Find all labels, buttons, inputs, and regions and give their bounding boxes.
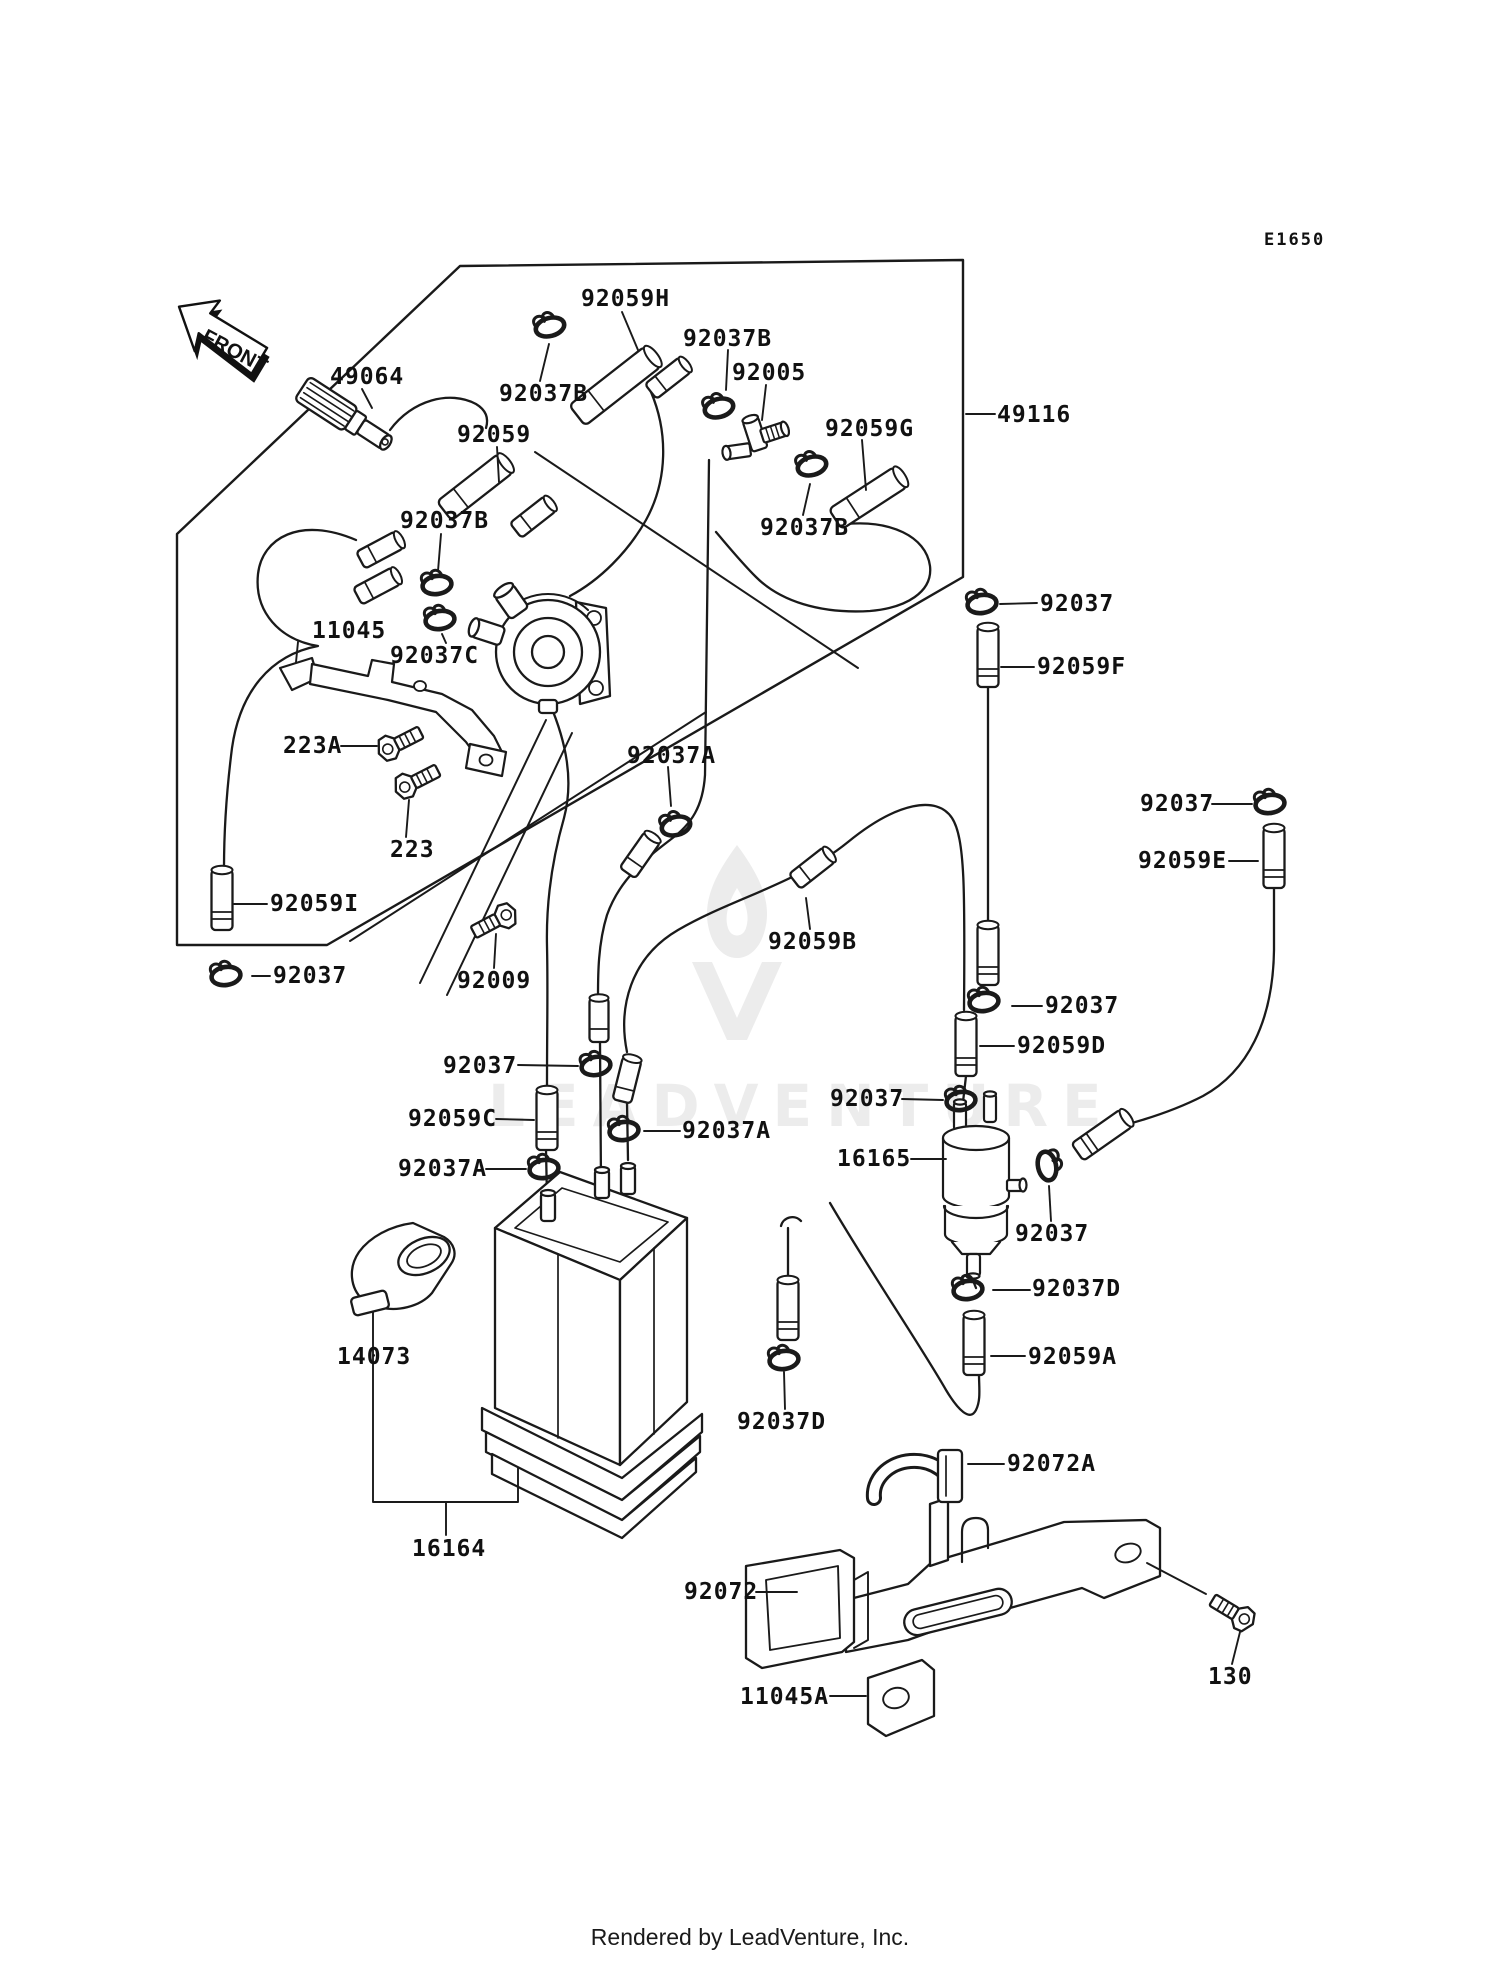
part-label-14073: 14073 bbox=[337, 1344, 412, 1370]
part-label-92037: 92037 bbox=[273, 963, 348, 989]
part-label-92037C: 92037C bbox=[390, 643, 480, 669]
part-label-16165: 16165 bbox=[837, 1146, 912, 1172]
part-label-11045A: 11045A bbox=[740, 1684, 830, 1710]
hose-assembly-outline bbox=[175, 258, 965, 947]
hoses bbox=[222, 390, 1276, 1416]
part-label-92059E: 92059E bbox=[1138, 848, 1228, 874]
part-label-11045: 11045 bbox=[312, 618, 387, 644]
watermark-text: LEADVENTURE bbox=[488, 1072, 1116, 1140]
bolt-drawing bbox=[371, 719, 428, 766]
part-label-92037B: 92037B bbox=[499, 381, 589, 407]
part-label-92037D: 92037D bbox=[737, 1409, 827, 1435]
diagram-code: E1650 bbox=[1264, 230, 1326, 250]
part-label-92072: 92072 bbox=[684, 1579, 759, 1605]
part-label-92059B: 92059B bbox=[768, 929, 858, 955]
bolt-drawing bbox=[466, 898, 523, 945]
part-label-92037B: 92037B bbox=[400, 508, 490, 534]
part-label-92059G: 92059G bbox=[825, 416, 915, 442]
joint-pipe-drawing bbox=[295, 377, 393, 451]
part-label-92072A: 92072A bbox=[1007, 1451, 1097, 1477]
bolt-drawing bbox=[388, 757, 445, 804]
part-label-130: 130 bbox=[1208, 1664, 1253, 1690]
part-label-92037A: 92037A bbox=[398, 1156, 488, 1182]
part-label-92037: 92037 bbox=[1140, 791, 1215, 817]
part-label-92059F: 92059F bbox=[1037, 654, 1127, 680]
part-label-92037B: 92037B bbox=[760, 515, 850, 541]
tee-fitting-drawing bbox=[721, 413, 791, 461]
part-label-92059H: 92059H bbox=[581, 286, 671, 312]
fuel-pump-drawing bbox=[467, 581, 612, 715]
watermark-logo: LEADVENTURE bbox=[488, 845, 1116, 1140]
part-label-92005: 92005 bbox=[732, 360, 807, 386]
air-duct-drawing bbox=[350, 1221, 456, 1317]
part-label-92009: 92009 bbox=[457, 968, 532, 994]
part-label-92037B: 92037B bbox=[683, 326, 773, 352]
part-label-92037: 92037 bbox=[443, 1053, 518, 1079]
part-label-92059D: 92059D bbox=[1017, 1033, 1107, 1059]
part-label-92059C: 92059C bbox=[408, 1106, 498, 1132]
stay-bracket-drawing bbox=[278, 656, 508, 778]
part-label-92059I: 92059I bbox=[270, 891, 360, 917]
leader-lines bbox=[233, 311, 1259, 1697]
bracket-assembly-drawing bbox=[744, 1448, 1162, 1738]
hose-tubes bbox=[210, 341, 1286, 1377]
part-label-92037: 92037 bbox=[830, 1086, 905, 1112]
fuel-filter-drawing bbox=[941, 1090, 1028, 1280]
part-label-92059A: 92059A bbox=[1028, 1344, 1118, 1370]
hose-clamps bbox=[209, 309, 1285, 1371]
part-label-92037A: 92037A bbox=[682, 1118, 772, 1144]
part-label-92037A: 92037A bbox=[627, 743, 717, 769]
canister-drawing bbox=[480, 1161, 704, 1540]
part-label-92037: 92037 bbox=[1040, 591, 1115, 617]
part-label-92037: 92037 bbox=[1015, 1221, 1090, 1247]
part-label-92037D: 92037D bbox=[1032, 1276, 1122, 1302]
part-label-223: 223 bbox=[390, 837, 435, 863]
part-label-49116: 49116 bbox=[997, 402, 1072, 428]
part-label-49064: 49064 bbox=[330, 364, 405, 390]
part-label-16164: 16164 bbox=[412, 1536, 487, 1562]
bolt-drawing bbox=[1204, 1588, 1261, 1637]
footer-credit: Rendered by LeadVenture, Inc. bbox=[590, 1924, 910, 1950]
part-label-92059: 92059 bbox=[457, 422, 532, 448]
part-label-223A: 223A bbox=[283, 733, 343, 759]
front-arrow: FRONT bbox=[177, 299, 271, 383]
part-label-92037: 92037 bbox=[1045, 993, 1120, 1019]
